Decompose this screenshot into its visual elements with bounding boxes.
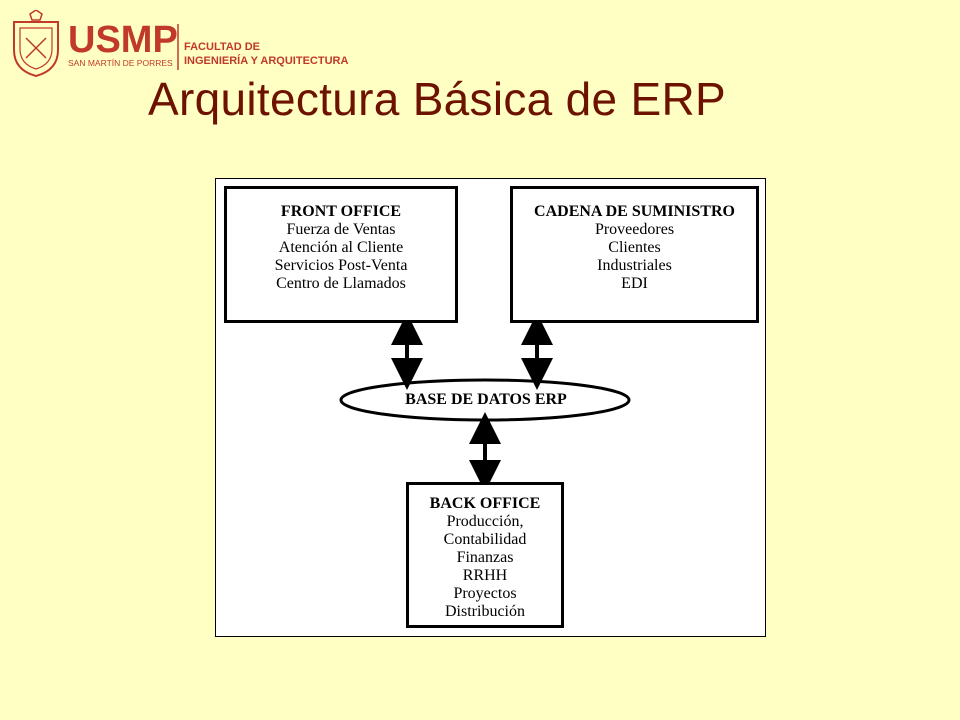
front-office-item: Servicios Post-Venta: [274, 257, 408, 274]
supply-chain-box: CADENA DE SUMINISTRO Proveedores Cliente…: [510, 186, 759, 323]
erp-diagram: FRONT OFFICE Fuerza de Ventas Atención a…: [215, 178, 766, 637]
front-office-item: Fuerza de Ventas: [286, 221, 396, 238]
back-office-box: BACK OFFICE Producción, Contabilidad Fin…: [406, 482, 564, 628]
front-office-box: FRONT OFFICE Fuerza de Ventas Atención a…: [224, 186, 458, 323]
back-office-item: Producción,: [446, 513, 524, 530]
faculty-line1: FACULTAD DE: [184, 41, 260, 53]
brand-subtitle: SAN MARTÍN DE PORRES: [68, 58, 173, 68]
usmp-logo: USMP SAN MARTÍN DE PORRES FACULTAD DE IN…: [8, 10, 368, 80]
diagram-connectors: [339, 313, 631, 492]
faculty-line2: INGENIERÍA Y ARQUITECTURA: [184, 54, 348, 67]
university-seal-icon: [13, 10, 59, 78]
back-office-item: Distribución: [445, 603, 525, 620]
front-office-item: Atención al Cliente: [278, 239, 404, 256]
front-office-header: FRONT OFFICE: [280, 203, 402, 220]
back-office-item: Finanzas: [456, 549, 514, 566]
back-office-item: Proyectos: [453, 585, 517, 602]
back-office-header: BACK OFFICE: [429, 495, 541, 512]
brand-text: USMP: [68, 19, 178, 61]
back-office-item: Contabilidad: [443, 531, 527, 548]
supply-chain-header: CADENA DE SUMINISTRO: [534, 203, 735, 220]
supply-chain-item: Proveedores: [594, 221, 675, 238]
supply-chain-item: Industriales: [597, 257, 672, 274]
front-office-item: Centro de Llamados: [276, 275, 406, 292]
database-label: BASE DE DATOS ERP: [405, 391, 567, 408]
supply-chain-item: Clientes: [608, 239, 661, 256]
supply-chain-item: EDI: [621, 275, 648, 292]
back-office-item: RRHH: [462, 567, 508, 584]
slide-title: Arquitectura Básica de ERP: [148, 73, 726, 125]
